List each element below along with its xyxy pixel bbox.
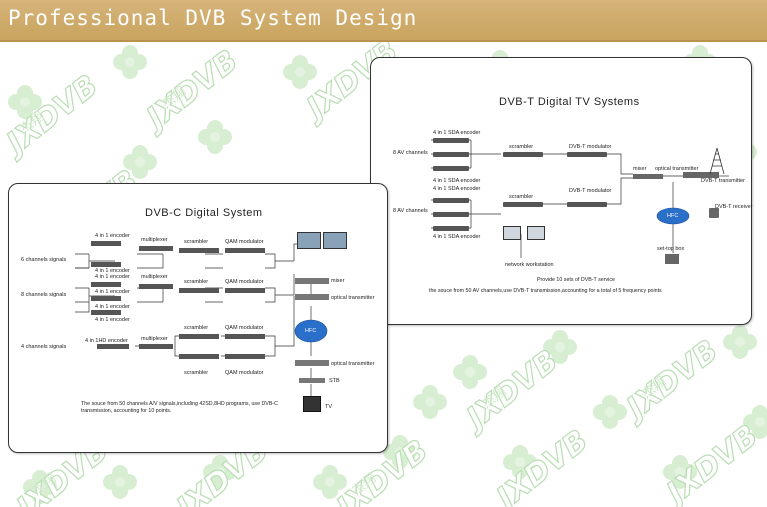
- dvbc-mixer-label: mixer: [331, 278, 345, 284]
- dvbt-modulator-label: DVB-T modulator: [569, 144, 612, 150]
- dvbc-sms-pc-icon: [323, 232, 347, 249]
- dvbc-encoder-device: [91, 262, 121, 267]
- dvbc-multiplexer-device: [139, 284, 173, 289]
- dvbt-encoder-device: [433, 138, 469, 143]
- dvbt-encoder-label: 4 in 1 SDA encoder: [433, 186, 481, 192]
- dvbt-scrambler-device: [503, 152, 543, 157]
- dvbt-encoder-device: [433, 212, 469, 217]
- dvbt-encoder-device: [433, 226, 469, 231]
- dvbc-modulator-device: [225, 334, 265, 339]
- dvbc-scrambler-device: [179, 248, 219, 253]
- dvbt-note-1: Provide 10 sets of DVB-T service: [537, 277, 615, 283]
- dvbt-encoder-device: [433, 152, 469, 157]
- dvbc-encoder-label: 4 in 1 encoder: [95, 274, 130, 280]
- dvbc-input-label: 8 channels signals: [21, 292, 67, 298]
- dvbc-multiplexer-device: [139, 246, 173, 251]
- dvbt-encoder-device: [433, 198, 469, 203]
- dvbc-input-label: 6 channels signals: [21, 257, 67, 263]
- dvbc-scrambler-device: [179, 334, 219, 339]
- dvbc-scrambler-label: scrambler: [184, 279, 209, 285]
- dvbt-modulator-device: [567, 152, 607, 157]
- dvbt-hfc-label: HFC: [667, 213, 679, 219]
- dvbt-hfc-cloud-icon: [656, 207, 690, 225]
- dvbc-encoder-label: 4 in 1 encoder: [95, 268, 130, 274]
- dvbc-mixer-device: [295, 278, 329, 284]
- dvbt-scrambler-label: scrambler: [509, 144, 534, 150]
- dvbt-scrambler-device: [503, 202, 543, 207]
- dvbt-transmitter-tower-icon: [709, 147, 725, 175]
- dvbt-settop-box-icon: [665, 254, 679, 264]
- dvbc-diagram-panel: DVB-C Digital System: [8, 183, 388, 453]
- dvbc-hfc-cloud-icon: [294, 319, 328, 343]
- dvbc-modulator-label: QAM modulator: [225, 325, 264, 331]
- dvbc-tv-label: TV: [325, 404, 333, 410]
- dvbc-scrambler-label: scrambler: [184, 370, 209, 376]
- dvbc-encoder-label: 4 in 1 encoder: [95, 317, 130, 323]
- dvbc-multiplexer-device: [139, 344, 173, 349]
- dvbt-modulator-device: [567, 202, 607, 207]
- dvbt-wiring: [431, 139, 729, 258]
- dvbt-encoder-label: 4 in 1 SDA encoder: [433, 178, 481, 184]
- dvbc-input-label: 4 channels signals: [21, 344, 67, 350]
- dvbt-input-label: 8 AV channels: [393, 208, 428, 214]
- dvbc-multiplexer-label: multiplexer: [141, 336, 168, 342]
- dvbc-note: The souce from 50 channels A/V signals,i…: [81, 401, 278, 414]
- dvbt-receiver-icon: [709, 208, 719, 218]
- dvbt-transmitter-label: DVB-T transmitter: [701, 178, 745, 184]
- dvbc-encoder-device: [97, 344, 129, 349]
- dvbt-diagram-panel: DVB-T Digital TV Systems 8 AV channels 8…: [370, 57, 753, 325]
- dvbc-modulator-label: QAM modulator: [225, 239, 264, 245]
- dvbt-encoder-label: 4 in 1 SDA encoder: [433, 234, 481, 240]
- dvbt-scrambler-label: scrambler: [509, 194, 534, 200]
- dvbc-encoder-device: [91, 296, 121, 301]
- dvbc-encoder-device: [91, 282, 121, 287]
- dvbc-encoder-label: 4 in 1HD encoder: [85, 338, 128, 344]
- dvbc-scrambler-device: [179, 288, 219, 293]
- dvbc-modulator-device: [225, 288, 265, 293]
- dvbc-stb-label: STB: [329, 378, 340, 384]
- dvbc-multiplexer-label: multiplexer: [141, 274, 168, 280]
- dvbc-multiplexer-label: multiplexer: [141, 237, 168, 243]
- dvbc-encoder-label: 4 in 1 encoder: [95, 233, 130, 239]
- dvbc-stb-device: [299, 378, 325, 383]
- dvbc-title: DVB-C Digital System: [145, 207, 263, 219]
- dvbt-workstation-icon: [527, 226, 545, 240]
- dvbt-mixer-label: mixer: [633, 166, 647, 172]
- dvbt-input-label: 8 AV channels: [393, 150, 428, 156]
- dvbc-optical-tx-device: [295, 294, 329, 300]
- dvbt-note-2: the souce from 50 AV channels,use DVB-T …: [429, 288, 662, 294]
- dvbc-scrambler-label: scrambler: [184, 325, 209, 331]
- dvbc-encoder-label: 4 in 1 encoder: [95, 304, 130, 310]
- dvbt-encoder-label: 4 in 1 SDA encoder: [433, 130, 481, 136]
- dvbc-scrambler-device: [179, 354, 219, 359]
- dvbt-antenna-label: DVB-T receiver: [715, 204, 753, 210]
- dvbt-optical-device: [683, 172, 719, 178]
- tv-icon: [303, 396, 321, 412]
- dvbc-optical-rx-label: optical transmitter: [331, 361, 375, 367]
- dvbt-optical-label: optical transmitter: [655, 166, 699, 172]
- dvbc-encoder-device: [91, 310, 121, 315]
- dvbc-modulator-label: QAM modulator: [225, 279, 264, 285]
- dvbc-hfc-label: HFC: [305, 328, 317, 334]
- dvbc-optical-tx-label: optical transmitter: [331, 295, 375, 301]
- dvbt-title: DVB-T Digital TV Systems: [499, 96, 640, 108]
- dvbc-optical-rx-device: [295, 360, 329, 366]
- dvbt-modulator-label: DVB-T modulator: [569, 188, 612, 194]
- dvbt-settop-label: set-top box: [657, 246, 685, 252]
- dvbt-workstation-label: network workstation: [505, 262, 554, 268]
- dvbc-ca-pc-icon: [297, 232, 321, 249]
- dvbc-modulator-device: [225, 354, 265, 359]
- dvbc-wiring: [75, 243, 312, 396]
- dvbc-modulator-device: [225, 248, 265, 253]
- dvbt-workstation-icon: [503, 226, 521, 240]
- header-banner: Professional DVB System Design: [0, 0, 767, 42]
- dvbt-encoder-device: [433, 166, 469, 171]
- dvbc-scrambler-label: scrambler: [184, 239, 209, 245]
- dvbt-mixer-device: [633, 174, 663, 179]
- dvbc-encoder-label: 4 in 1 encoder: [95, 289, 130, 295]
- page-title: Professional DVB System Design: [8, 6, 418, 30]
- dvbc-modulator-label: QAM modulator: [225, 370, 264, 376]
- dvbc-encoder-device: [91, 241, 121, 246]
